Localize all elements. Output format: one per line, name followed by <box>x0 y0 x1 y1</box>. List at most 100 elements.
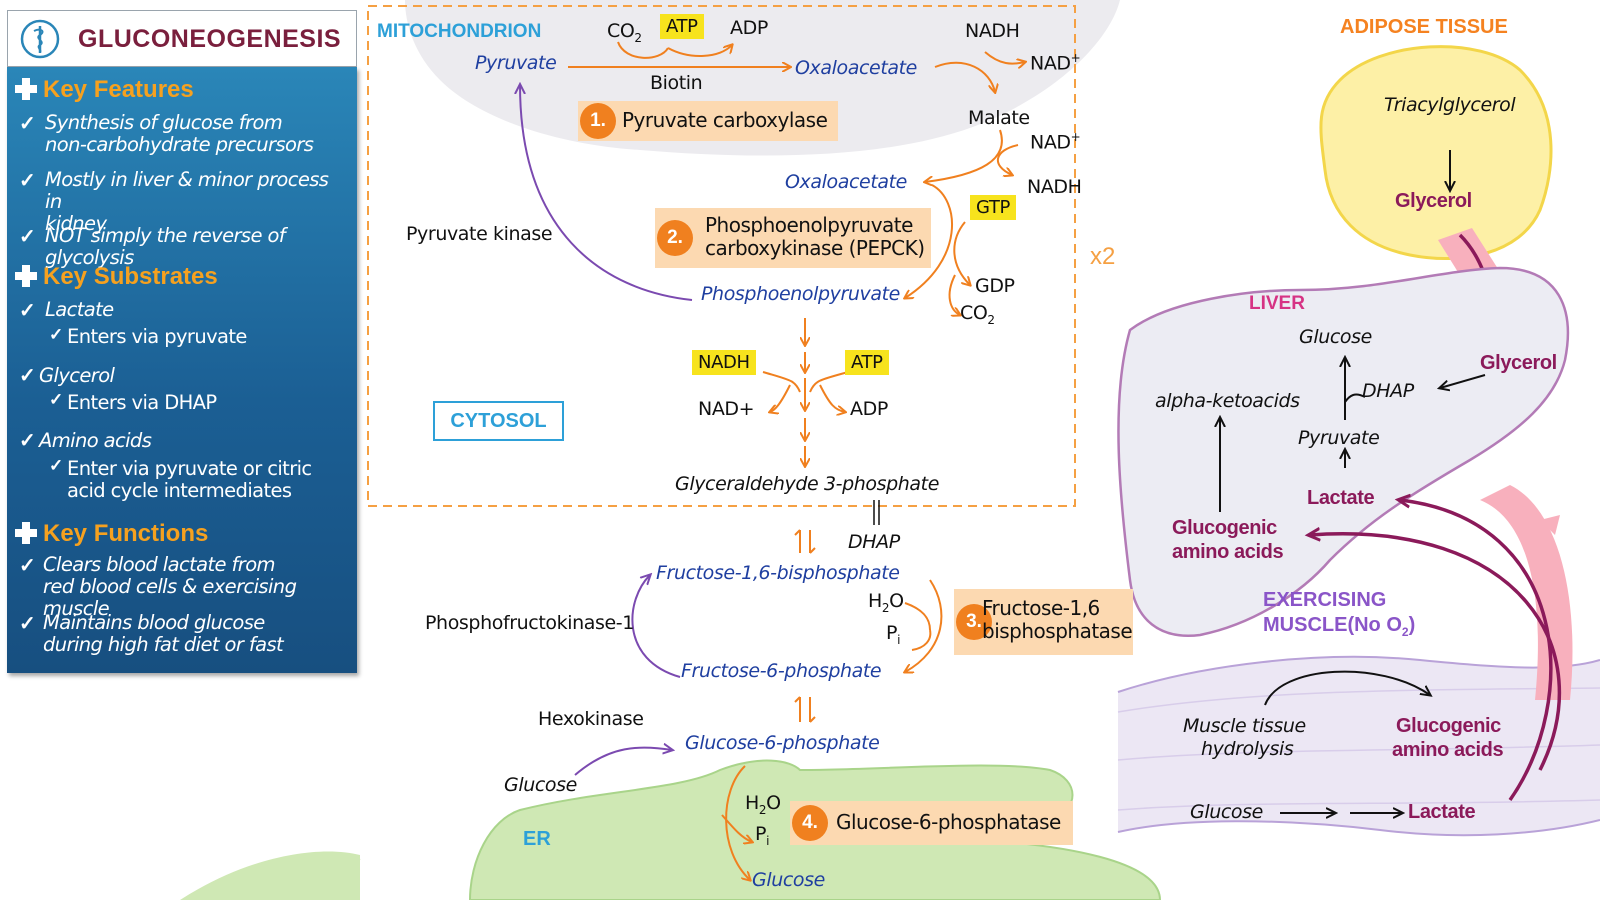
pyruvate-kinase-label: Pyruvate kinase <box>406 223 553 245</box>
nadh-label: NADH <box>965 20 1020 42</box>
muscle-hydrolysis-line1: Muscle tissue <box>1183 715 1306 737</box>
section-heading-key-functions: Key Functions <box>15 519 208 548</box>
pep-label: Phosphoenolpyruvate <box>701 283 900 305</box>
adp-label: ADP <box>730 17 768 39</box>
nad-plus-label: NAD+ <box>1030 51 1081 75</box>
substrate-subitem: Enters via DHAP <box>67 391 217 414</box>
glucose-input-label: Glucose <box>504 774 577 796</box>
oxaloacetate-mito-label: Oxaloacetate <box>795 57 917 79</box>
check-icon: ✓ <box>49 456 64 475</box>
co2-label: CO2 <box>960 302 995 327</box>
title-box: GLUCONEOGENESIS <box>7 10 357 67</box>
enzyme-1-box: 1. Pyruvate carboxylase <box>578 101 838 141</box>
check-icon: ✓ <box>19 113 36 135</box>
lactate-liver-label: Lactate <box>1307 487 1375 509</box>
biotin-label: Biotin <box>650 72 703 94</box>
pyruvate-label: Pyruvate <box>475 52 557 74</box>
f6p-label: Fructose-6-phosphate <box>681 660 882 682</box>
substrate-item: Amino acids <box>39 429 152 452</box>
muscle-hydrolysis-line2: hydrolysis <box>1201 738 1294 760</box>
enzyme-name: Phosphoenolpyruvate carboxykinase (PEPCK… <box>705 213 925 260</box>
pyruvate-liver-label: Pyruvate <box>1298 427 1380 449</box>
enzyme-3-box: 3. Fructose-1,6 bisphosphatase <box>954 589 1133 655</box>
liver-label: LIVER <box>1249 293 1305 314</box>
cytosol-label: CYTOSOL <box>433 401 564 441</box>
adipose-cell-shape <box>1319 45 1553 261</box>
mitochondrion-label: MITOCHONDRION <box>377 21 542 42</box>
nad-label: NAD+ <box>698 398 755 420</box>
glycerol-liver-label: Glycerol <box>1480 352 1557 374</box>
gdp-label: GDP <box>975 275 1015 297</box>
muscle-shape <box>1118 656 1600 836</box>
atp-tag: ATP <box>845 350 889 375</box>
muscle-label-line1: EXERCISING <box>1263 589 1387 611</box>
er-label: ER <box>523 828 551 850</box>
pfk1-label: Phosphofructokinase-1 <box>425 612 634 634</box>
malate-label: Malate <box>968 107 1030 129</box>
glycerol-adipose-label: Glycerol <box>1395 190 1472 212</box>
page-title: GLUCONEOGENESIS <box>78 25 342 53</box>
enzyme-name: Pyruvate carboxylase <box>622 108 828 132</box>
adipose-tissue-label: ADIPOSE TISSUE <box>1340 16 1508 38</box>
dhap-label: DHAP <box>848 531 900 553</box>
feature-item: Mostly in liver & minor process in kidne… <box>45 168 329 235</box>
gtp-tag: GTP <box>970 195 1016 220</box>
check-icon: ✓ <box>49 390 64 409</box>
enzyme-name: Glucose-6-phosphatase <box>836 810 1061 834</box>
glucose-liver-label: Glucose <box>1299 326 1372 348</box>
check-icon: ✓ <box>19 365 36 387</box>
triacylglycerol-label: Triacylglycerol <box>1384 94 1516 116</box>
plus-icon <box>15 522 37 544</box>
mitochondrion-dashed-border <box>367 5 1076 507</box>
check-icon: ✓ <box>19 300 36 322</box>
enzyme-number-badge: 4. <box>792 805 828 841</box>
g6p-label: Glucose-6-phosphate <box>685 732 880 754</box>
check-icon: ✓ <box>19 226 36 248</box>
muscle-label-line2: MUSCLE(No O2) <box>1263 614 1416 639</box>
pi-label: Pi <box>755 823 769 848</box>
section-heading-key-substrates: Key Substrates <box>15 262 218 291</box>
enzyme-4-box: 4. Glucose-6-phosphatase <box>790 801 1073 845</box>
glucogenic-liver-line2: amino acids <box>1172 541 1284 563</box>
enzyme-number-badge: 1. <box>580 103 616 139</box>
check-icon: ✓ <box>19 613 36 635</box>
nadh-label: NADH <box>1027 176 1082 198</box>
enzyme-number-badge: 3. <box>956 604 992 640</box>
check-icon: ✓ <box>49 325 64 344</box>
feature-item: NOT simply the reverse of glycolysis <box>45 224 286 269</box>
h2o-label: H2O <box>868 590 904 615</box>
caduceus-logo-icon <box>20 19 60 59</box>
section-heading-key-features: Key Features <box>15 75 194 104</box>
plus-icon <box>15 78 37 100</box>
plus-icon <box>15 265 37 287</box>
oxaloacetate-cyto-label: Oxaloacetate <box>785 171 907 193</box>
left-panel: Key Features ✓ Synthesis of glucose from… <box>7 67 357 673</box>
substrate-subitem: Enter via pyruvate or citric acid cycle … <box>67 457 312 502</box>
glucose-output-label: Glucose <box>752 869 825 891</box>
nad-plus-label: NAD+ <box>1030 130 1081 154</box>
f16bp-label: Fructose-1,6-bisphosphate <box>656 562 900 584</box>
check-icon: ✓ <box>19 430 36 452</box>
co2-label: CO2 <box>607 20 642 45</box>
substrate-item: Lactate <box>45 298 114 321</box>
function-item: Maintains blood glucose during high fat … <box>43 611 284 656</box>
hexokinase-label: Hexokinase <box>538 708 644 730</box>
glucose-muscle-label: Glucose <box>1190 801 1263 823</box>
enzyme-number-badge: 2. <box>657 220 693 256</box>
h2o-label: H2O <box>745 792 781 817</box>
atp-tag: ATP <box>660 14 704 39</box>
glucogenic-liver-line1: Glucogenic <box>1172 517 1277 539</box>
substrate-item: Glycerol <box>39 364 115 387</box>
nadh-tag: NADH <box>692 350 756 375</box>
alpha-ketoacids-label: alpha-ketoacids <box>1155 390 1300 412</box>
pi-label: Pi <box>886 622 900 647</box>
dhap-liver-label: DHAP <box>1362 380 1414 402</box>
glucogenic-muscle-line1: Glucogenic <box>1396 715 1501 737</box>
check-icon: ✓ <box>19 555 36 577</box>
enzyme-name: Fructose-1,6 bisphosphatase <box>982 596 1133 643</box>
feature-item: Synthesis of glucose from non-carbohydra… <box>45 111 314 156</box>
substrate-subitem: Enters via pyruvate <box>67 325 247 348</box>
enzyme-2-box: 2. Phosphoenolpyruvate carboxykinase (PE… <box>655 208 931 268</box>
lactate-muscle-label: Lactate <box>1408 801 1476 823</box>
adp-label: ADP <box>850 398 888 420</box>
